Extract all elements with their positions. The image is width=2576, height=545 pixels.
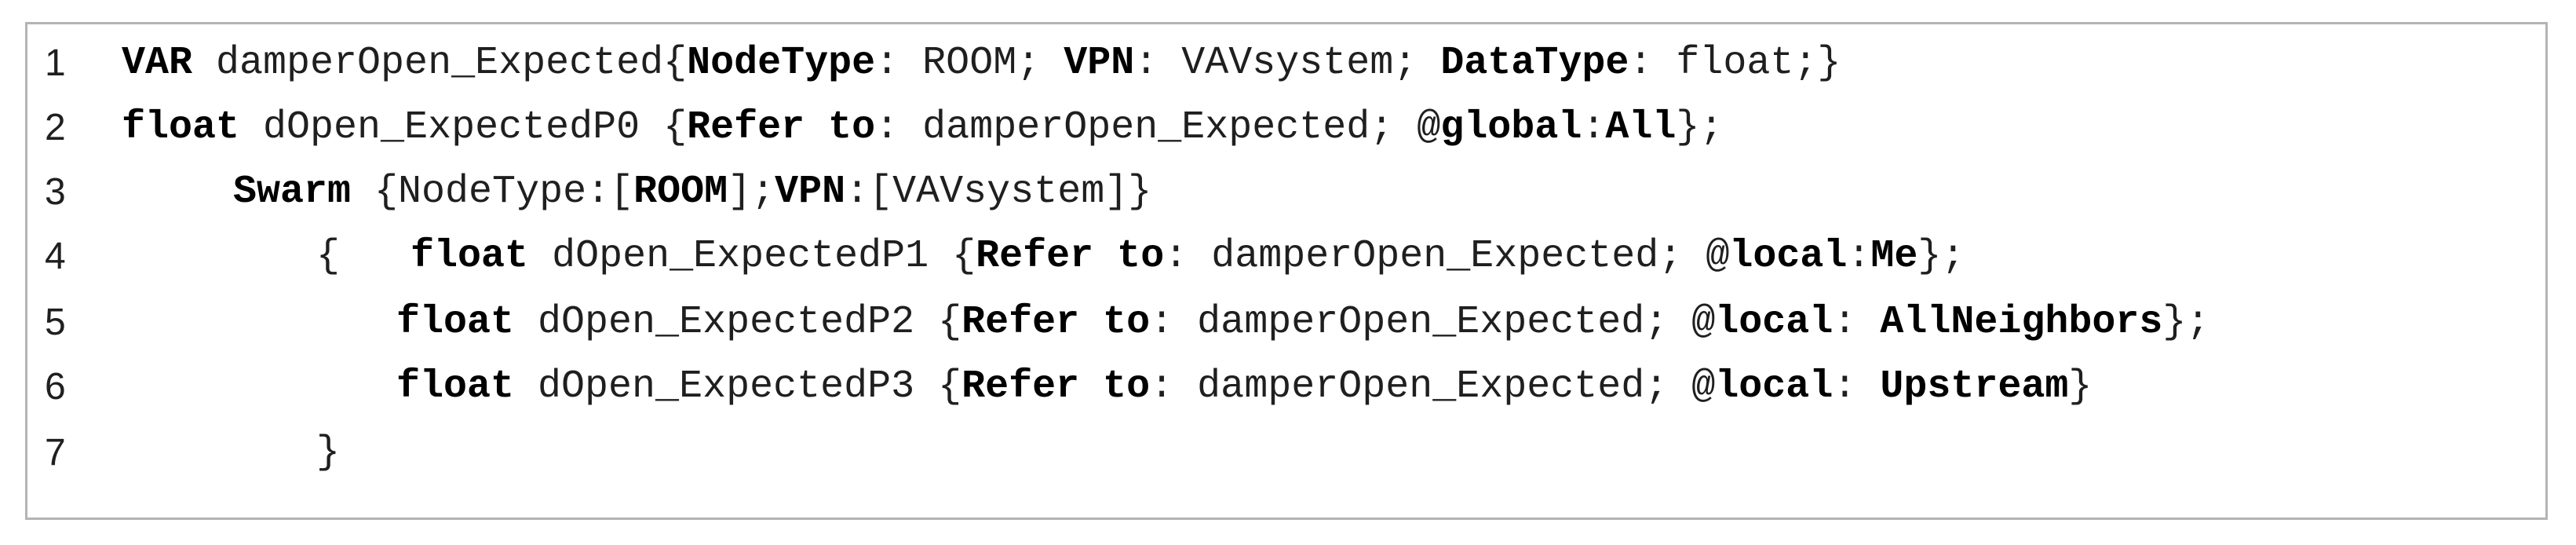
- code-keyword: Me: [1870, 234, 1918, 279]
- code-keyword: Refer to: [976, 234, 1165, 279]
- code-token: damperOpen_Expected{: [192, 41, 688, 86]
- code-keyword: float: [410, 234, 529, 279]
- code-token: : ROOM;: [875, 41, 1064, 86]
- code-token: :: [1847, 234, 1871, 279]
- code-token: :[VAVsystem]}: [845, 170, 1152, 214]
- code-keyword: AllNeighbors: [1880, 300, 2163, 345]
- code-token: dOpen_ExpectedP3 {: [514, 364, 962, 409]
- line-number: 2: [45, 107, 66, 148]
- code-token: : damperOpen_Expected; @: [1150, 364, 1716, 409]
- line-number: 7: [45, 432, 66, 474]
- code-text: Swarm {NodeType:[ROOM];VPN:[VAVsystem]}: [233, 159, 1151, 225]
- code-keyword: Refer to: [687, 105, 876, 150]
- code-keyword: DataType: [1440, 41, 1629, 86]
- code-keyword: VAR: [122, 41, 193, 86]
- code-keyword: NodeType: [687, 41, 876, 86]
- line-number: 6: [45, 366, 66, 408]
- code-token: : damperOpen_Expected; @: [1150, 300, 1716, 345]
- code-token: };: [1676, 105, 1724, 150]
- code-token: dOpen_ExpectedP0 {: [239, 105, 688, 150]
- code-token: : VAVsystem;: [1134, 41, 1441, 86]
- line-number: 3: [45, 171, 66, 213]
- code-keyword: VPN: [1064, 41, 1135, 86]
- code-token: :: [1582, 105, 1606, 150]
- code-keyword: float: [396, 300, 515, 345]
- code-token: :: [1833, 300, 1881, 345]
- code-keyword: Refer to: [961, 364, 1151, 409]
- code-token: {: [316, 234, 411, 279]
- code-keyword: float: [122, 105, 240, 150]
- code-keyword: Refer to: [961, 300, 1151, 345]
- code-keyword: VPN: [775, 170, 846, 214]
- code-token: dOpen_ExpectedP2 {: [514, 300, 962, 345]
- code-keyword: local: [1729, 234, 1848, 279]
- code-text: float dOpen_ExpectedP0 {Refer to: damper…: [122, 95, 1723, 161]
- code-token: : damperOpen_Expected; @: [875, 105, 1441, 150]
- code-text: { float dOpen_ExpectedP1 {Refer to: damp…: [316, 224, 1965, 290]
- code-keyword: All: [1605, 105, 1677, 150]
- code-token: : damperOpen_Expected; @: [1164, 234, 1730, 279]
- code-keyword: ROOM: [633, 170, 728, 214]
- code-keyword: global: [1440, 105, 1582, 150]
- code-token: ];: [728, 170, 775, 214]
- code-keyword: Swarm: [233, 170, 352, 214]
- code-token: {NodeType:[: [351, 170, 634, 214]
- code-keyword: local: [1715, 300, 1833, 345]
- line-number: 5: [45, 302, 66, 343]
- code-token: }: [2068, 364, 2093, 409]
- code-text: float dOpen_ExpectedP2 {Refer to: damper…: [396, 290, 2209, 356]
- line-number: 1: [45, 42, 66, 84]
- line-number: 4: [45, 236, 66, 277]
- code-token: dOpen_ExpectedP1 {: [528, 234, 976, 279]
- code-keyword: float: [396, 364, 515, 409]
- code-text: float dOpen_ExpectedP3 {Refer to: damper…: [396, 354, 2092, 420]
- code-token: }: [316, 430, 341, 475]
- code-keyword: Upstream: [1880, 364, 2069, 409]
- code-listing: 1 VAR damperOpen_Expected{NodeType: ROOM;…: [25, 22, 2548, 520]
- code-token: };: [1917, 234, 1965, 279]
- code-token: };: [2162, 300, 2210, 345]
- code-text: }: [316, 420, 340, 486]
- code-token: :: [1833, 364, 1881, 409]
- code-text: VAR damperOpen_Expected{NodeType: ROOM; …: [122, 31, 1841, 97]
- code-token: : float;}: [1629, 41, 1841, 86]
- code-keyword: local: [1715, 364, 1833, 409]
